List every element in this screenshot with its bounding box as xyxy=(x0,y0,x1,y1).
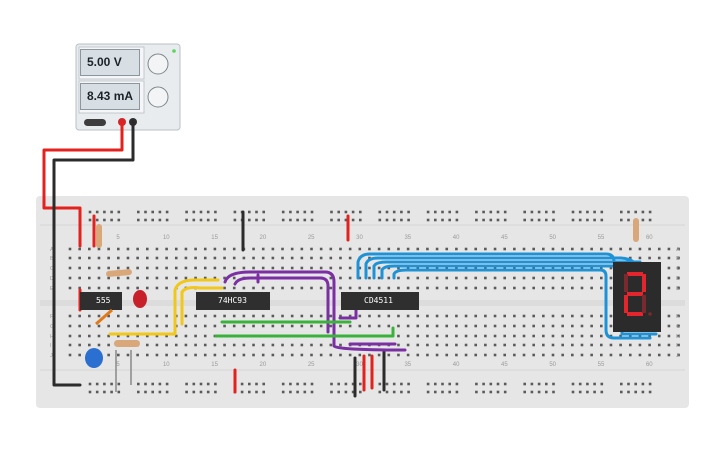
resistor-3 xyxy=(114,340,140,347)
wire-purple-2 xyxy=(233,276,330,334)
column-label: 60 xyxy=(646,362,653,368)
column-label: 50 xyxy=(549,362,556,368)
column-label: 35 xyxy=(404,235,411,241)
row-label: C xyxy=(676,266,680,272)
segment-e xyxy=(624,295,628,313)
row-label: A xyxy=(676,247,680,253)
row-label: E xyxy=(50,286,54,292)
resistor-1 xyxy=(96,224,102,248)
segment-a xyxy=(627,272,643,276)
row-label: F xyxy=(676,314,680,320)
resistor-2 xyxy=(633,218,639,242)
segment-g xyxy=(627,292,643,296)
ic-74hc93 xyxy=(196,292,270,310)
red-led xyxy=(133,290,147,308)
column-label: 50 xyxy=(549,235,556,241)
wire-blue-4 xyxy=(380,264,650,280)
column-label: 55 xyxy=(598,235,605,241)
resistor-4 xyxy=(106,269,132,277)
row-label: E xyxy=(676,286,680,292)
row-label: I xyxy=(50,343,52,349)
column-label: 15 xyxy=(211,235,218,241)
row-label: J xyxy=(50,353,53,359)
column-label: 40 xyxy=(453,362,460,368)
wire-red-psu xyxy=(42,120,124,248)
column-label: 10 xyxy=(163,362,170,368)
row-label: I xyxy=(676,343,678,349)
row-label: H xyxy=(50,334,54,340)
column-label: 35 xyxy=(404,362,411,368)
wire-green-2 xyxy=(214,326,395,338)
segment-c xyxy=(642,295,646,313)
seven-segment-display xyxy=(613,262,661,332)
column-label: 5 xyxy=(116,362,120,368)
wire-yellow-2 xyxy=(180,286,224,326)
column-label: 20 xyxy=(260,362,267,368)
column-label: 30 xyxy=(356,362,363,368)
row-label: A xyxy=(50,247,54,253)
row-label: H xyxy=(676,334,680,340)
wire-blue-3 xyxy=(372,260,642,280)
column-label: 55 xyxy=(598,362,605,368)
column-label: 25 xyxy=(308,235,315,241)
column-label: 30 xyxy=(356,235,363,241)
column-label: 10 xyxy=(163,235,170,241)
segment-b xyxy=(642,274,646,292)
segment-f xyxy=(624,274,628,292)
ic-555 xyxy=(80,292,122,310)
column-label: 45 xyxy=(501,235,508,241)
row-label: B xyxy=(676,256,680,262)
blue-capacitor xyxy=(85,348,103,368)
power-switch xyxy=(84,119,106,126)
column-label: 25 xyxy=(308,362,315,368)
wire-blue-5 xyxy=(392,268,652,340)
ic-cd4511 xyxy=(341,292,419,310)
row-label: D xyxy=(50,276,54,282)
voltage-display: 5.00 V xyxy=(80,49,140,76)
row-label: B xyxy=(50,256,54,262)
wire-black-psu xyxy=(52,120,135,387)
segment-dp xyxy=(648,312,652,316)
row-label: G xyxy=(50,324,54,330)
ic-555-label: 555 xyxy=(96,296,111,305)
row-label: D xyxy=(676,276,680,282)
column-label: 15 xyxy=(211,362,218,368)
components xyxy=(80,218,661,392)
row-label: C xyxy=(50,266,54,272)
column-label: 5 xyxy=(116,235,120,241)
row-label: J xyxy=(676,353,679,359)
column-label: 45 xyxy=(501,362,508,368)
column-label: 20 xyxy=(260,235,267,241)
row-label: F xyxy=(50,314,54,320)
ic-74hc93-label: 74HC93 xyxy=(218,296,247,305)
wire-yellow-1 xyxy=(108,278,220,336)
segment-d xyxy=(627,312,643,316)
current-knob xyxy=(147,86,169,108)
wire-purple-1 xyxy=(223,270,407,352)
ic-cd4511-label: CD4511 xyxy=(364,296,393,305)
voltage-knob xyxy=(147,53,169,75)
column-label: 40 xyxy=(453,235,460,241)
orange-jumper xyxy=(95,308,113,326)
column-label: 60 xyxy=(646,235,653,241)
wires xyxy=(42,120,658,398)
row-label: G xyxy=(676,324,680,330)
current-display: 8.43 mA xyxy=(80,83,140,110)
